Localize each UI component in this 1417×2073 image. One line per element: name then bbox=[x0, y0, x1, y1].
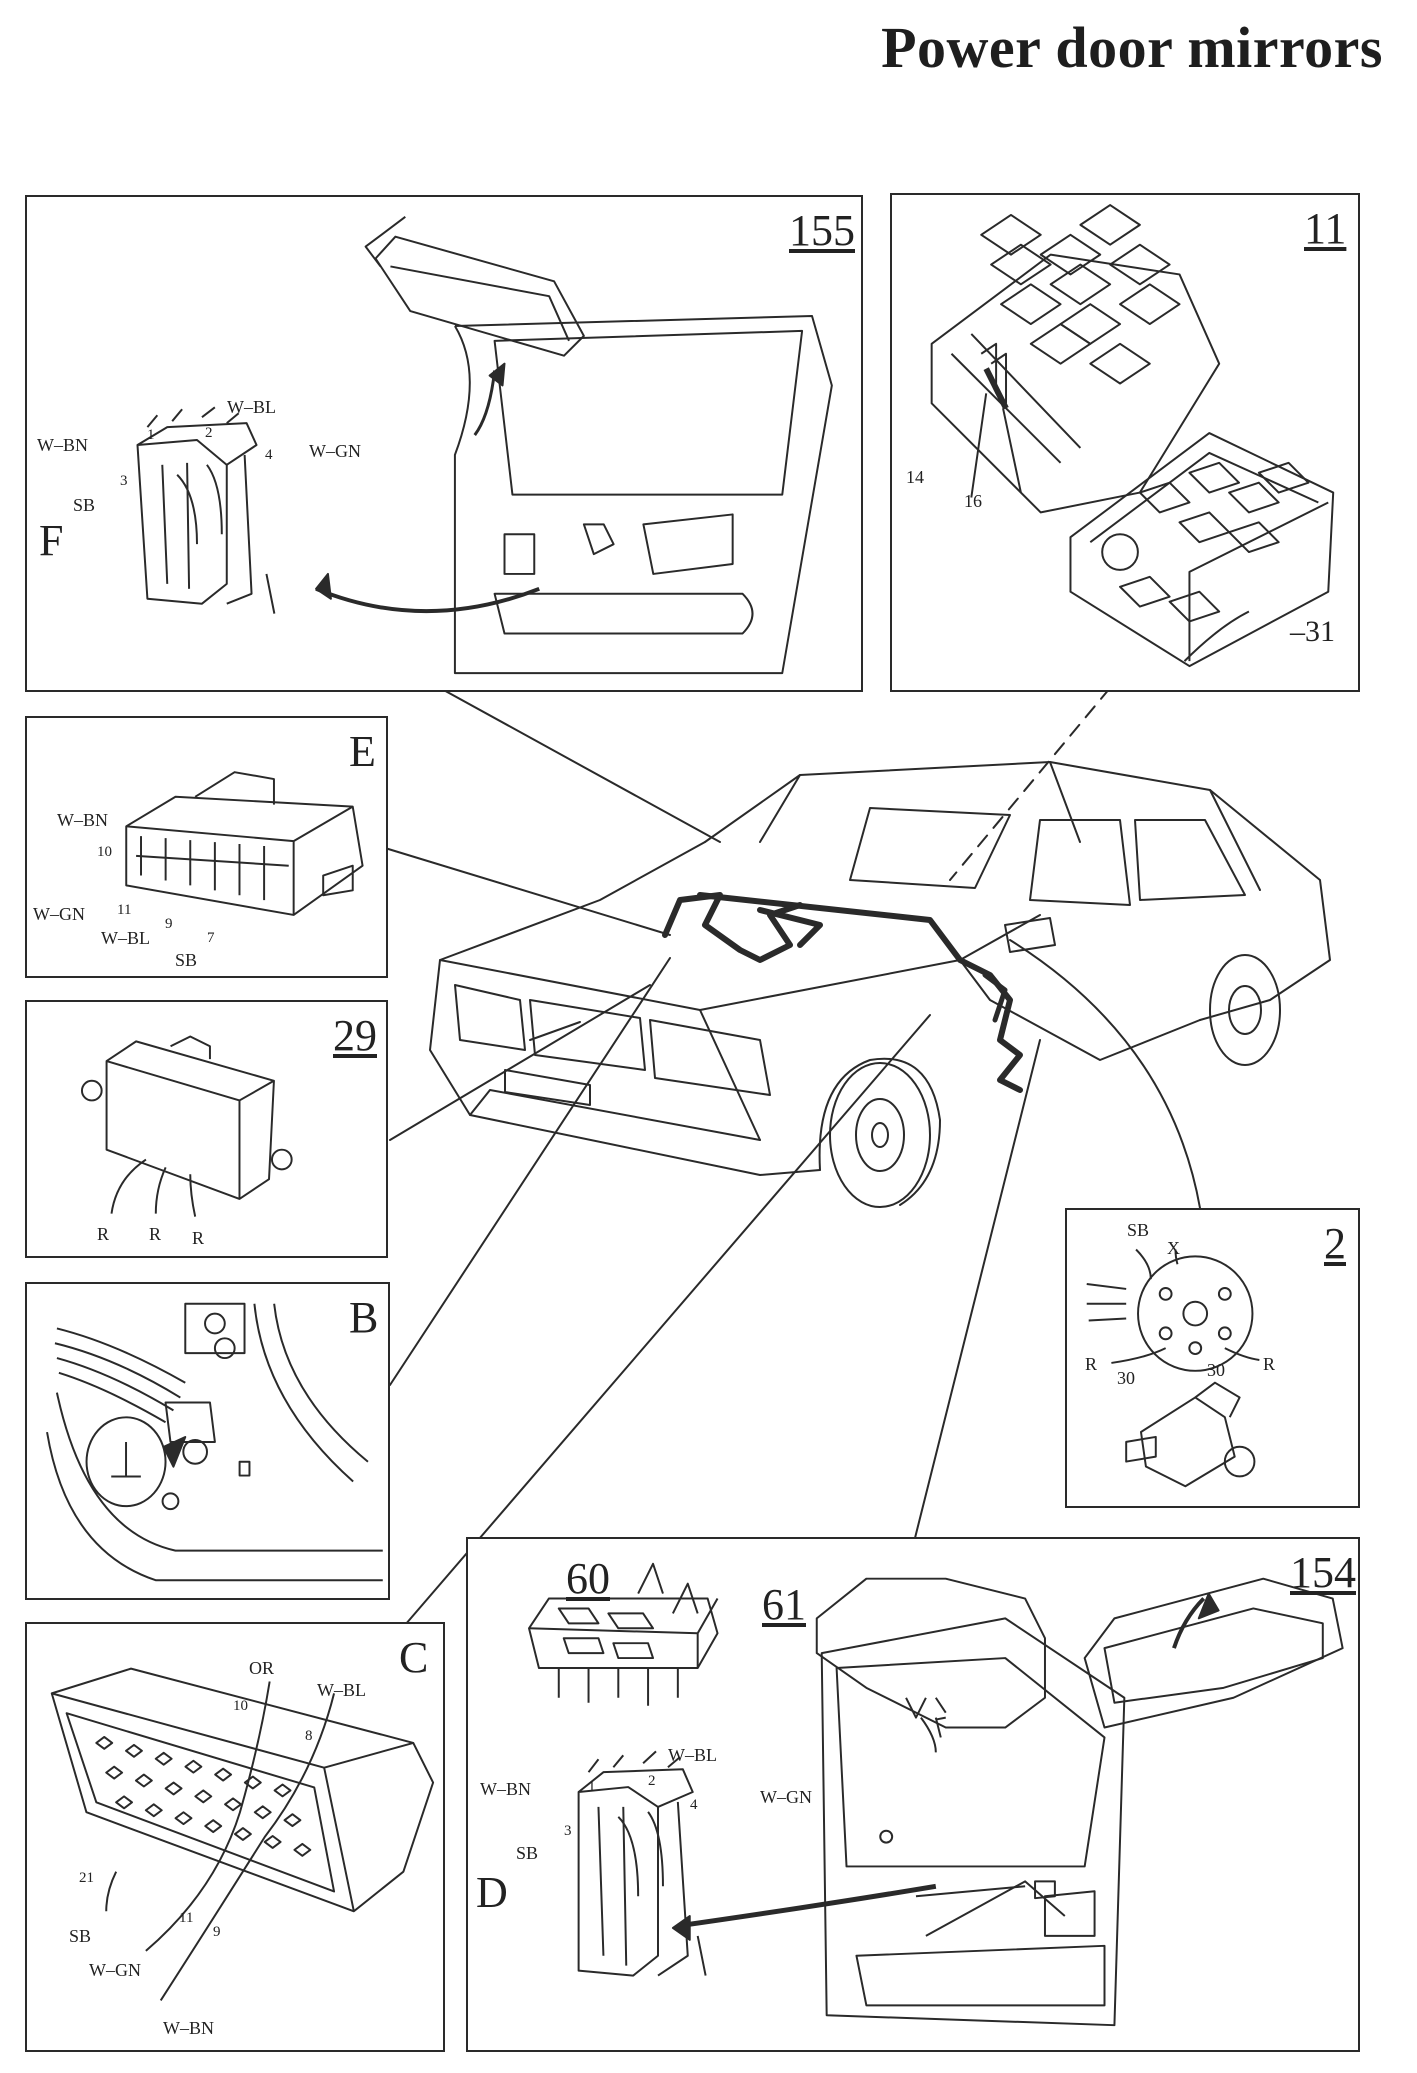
wire-label-w-gn: W–GN bbox=[309, 441, 361, 461]
wire-label-w-gn: W–GN bbox=[760, 1787, 812, 1807]
page-title: Power door mirrors bbox=[881, 15, 1383, 80]
panel-155-letter: F bbox=[39, 516, 64, 565]
fuse-relay-box-drawing bbox=[930, 204, 1335, 668]
pin-number: 3 bbox=[120, 473, 128, 489]
panel-154-letter: D bbox=[476, 1868, 508, 1917]
pin-number: 7 bbox=[207, 930, 215, 946]
wire-label-r: R bbox=[97, 1224, 110, 1244]
pin-number: 3 bbox=[564, 1823, 572, 1839]
panel-e: E W–BN W–GN W–BL SB 10 11 9 7 bbox=[25, 716, 388, 978]
pin-number: 8 bbox=[305, 1728, 313, 1744]
panel-2: 2 SB X R 30 30 R bbox=[1065, 1208, 1360, 1508]
pin-number: 4 bbox=[690, 1797, 698, 1813]
wire-label-r: R bbox=[192, 1228, 205, 1248]
connector-e-drawing bbox=[125, 771, 364, 916]
pin-number: 10 bbox=[97, 844, 112, 860]
panel-154: 154 60 61 D W–BN W–BL W–GN SB 1 2 3 4 bbox=[466, 1537, 1360, 2052]
wire-label-r: R bbox=[1085, 1354, 1098, 1374]
wire-label-w-bl: W–BL bbox=[227, 397, 276, 417]
pin-number: 2 bbox=[648, 1773, 656, 1789]
wire-label-w-bn: W–BN bbox=[37, 435, 88, 455]
panel-154-number: 154 bbox=[1290, 1548, 1356, 1597]
pin-number: 9 bbox=[213, 1924, 221, 1940]
panel-c: C OR W–BL SB W–GN W–BN 10 8 21 11 9 bbox=[25, 1622, 445, 2052]
wire-label-w-bn: W–BN bbox=[57, 810, 108, 830]
wire-label-w-gn: W–GN bbox=[33, 904, 85, 924]
connector-c-drawing bbox=[50, 1667, 435, 2001]
wire-label-w-bn: W–BN bbox=[163, 2018, 214, 2038]
panel-61-number: 61 bbox=[762, 1580, 806, 1629]
panel-e-letter: E bbox=[349, 727, 376, 776]
pin-number: 11 bbox=[117, 902, 132, 918]
pin-number: 4 bbox=[265, 447, 273, 463]
wire-label-sb: SB bbox=[69, 1926, 92, 1946]
panel-b-letter: B bbox=[349, 1293, 379, 1342]
wire-label-r: R bbox=[149, 1224, 162, 1244]
driver-door-connector-drawing bbox=[136, 216, 833, 675]
pin-number: 1 bbox=[147, 427, 155, 443]
wire-label-w-bn: W–BN bbox=[480, 1779, 531, 1799]
fuse-label: 14 bbox=[906, 467, 924, 487]
pin-number: 10 bbox=[233, 1698, 248, 1714]
control-unit-drawing bbox=[80, 1035, 293, 1217]
panel-11: 11 14 16 –31 bbox=[890, 193, 1360, 692]
wire-label-or: OR bbox=[249, 1658, 275, 1678]
wire-label-sb: SB bbox=[516, 1843, 539, 1863]
panel-29: 29 R R R bbox=[25, 1000, 388, 1258]
terminal-label-30: 30 bbox=[1117, 1368, 1135, 1388]
terminal-label-30: 30 bbox=[1207, 1360, 1225, 1380]
panel-29-number: 29 bbox=[333, 1011, 377, 1060]
wire-label-r: R bbox=[1263, 1354, 1276, 1374]
ground-point-drawing bbox=[46, 1302, 383, 1582]
passenger-door-connector-drawing bbox=[528, 1562, 1344, 2027]
wire-label-w-bl: W–BL bbox=[101, 928, 150, 948]
fuse-label: 16 bbox=[964, 491, 982, 511]
wire-label-w-gn: W–GN bbox=[89, 1960, 141, 1980]
terminal-label-x: X bbox=[1167, 1238, 1180, 1258]
pin-number: 2 bbox=[205, 425, 213, 441]
panel-11-number: 11 bbox=[1304, 204, 1347, 253]
pin-number: 21 bbox=[79, 1870, 94, 1886]
panel-c-letter: C bbox=[399, 1633, 429, 1682]
panel-155-number: 155 bbox=[789, 206, 855, 255]
wire-label-sb: SB bbox=[1127, 1220, 1150, 1240]
ignition-switch-drawing bbox=[1086, 1248, 1260, 1488]
panel-2-number: 2 bbox=[1324, 1219, 1346, 1268]
panel-155: 155 F W–BN W–BL W–GN SB 1 2 3 4 bbox=[25, 195, 863, 692]
pin-number: 1 bbox=[588, 1779, 596, 1795]
wire-label-w-bl: W–BL bbox=[668, 1745, 717, 1765]
wire-label-sb: SB bbox=[73, 495, 96, 515]
ground-label: –31 bbox=[1290, 615, 1335, 648]
panel-b: B bbox=[25, 1282, 390, 1600]
wire-label-sb: SB bbox=[175, 950, 198, 970]
pin-number: 11 bbox=[179, 1910, 194, 1926]
wire-label-w-bl: W–BL bbox=[317, 1680, 366, 1700]
panel-60-number: 60 bbox=[566, 1554, 610, 1603]
pin-number: 9 bbox=[165, 916, 173, 932]
